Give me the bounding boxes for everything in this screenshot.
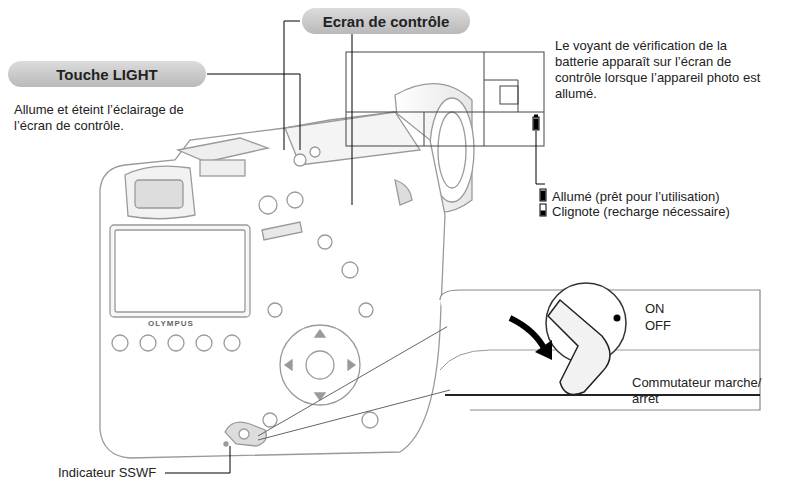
switch-position: OFF	[645, 318, 685, 334]
callout-heading: Touche LIGHT	[56, 66, 157, 83]
status-text: Clignote (recharge nécessaire)	[552, 204, 782, 220]
switch-position: ON	[645, 301, 685, 317]
part-name: Commutateur marche/ arrêt	[632, 375, 772, 407]
status-text: Allumé (prêt pour l’utilisation)	[552, 189, 782, 205]
description-text: Le voyant de vérification de la batterie…	[555, 38, 770, 102]
screen-callout: Ecran de contrôle	[302, 8, 470, 34]
description-text: Allume et éteint l’éclairage de l’écran …	[14, 102, 219, 134]
button-callout: Touche LIGHT	[8, 61, 206, 87]
brand-logo: OLYMPUS	[148, 319, 218, 329]
callout-heading: Ecran de contrôle	[323, 13, 450, 30]
part-name: Indicateur SSWF	[58, 465, 198, 481]
